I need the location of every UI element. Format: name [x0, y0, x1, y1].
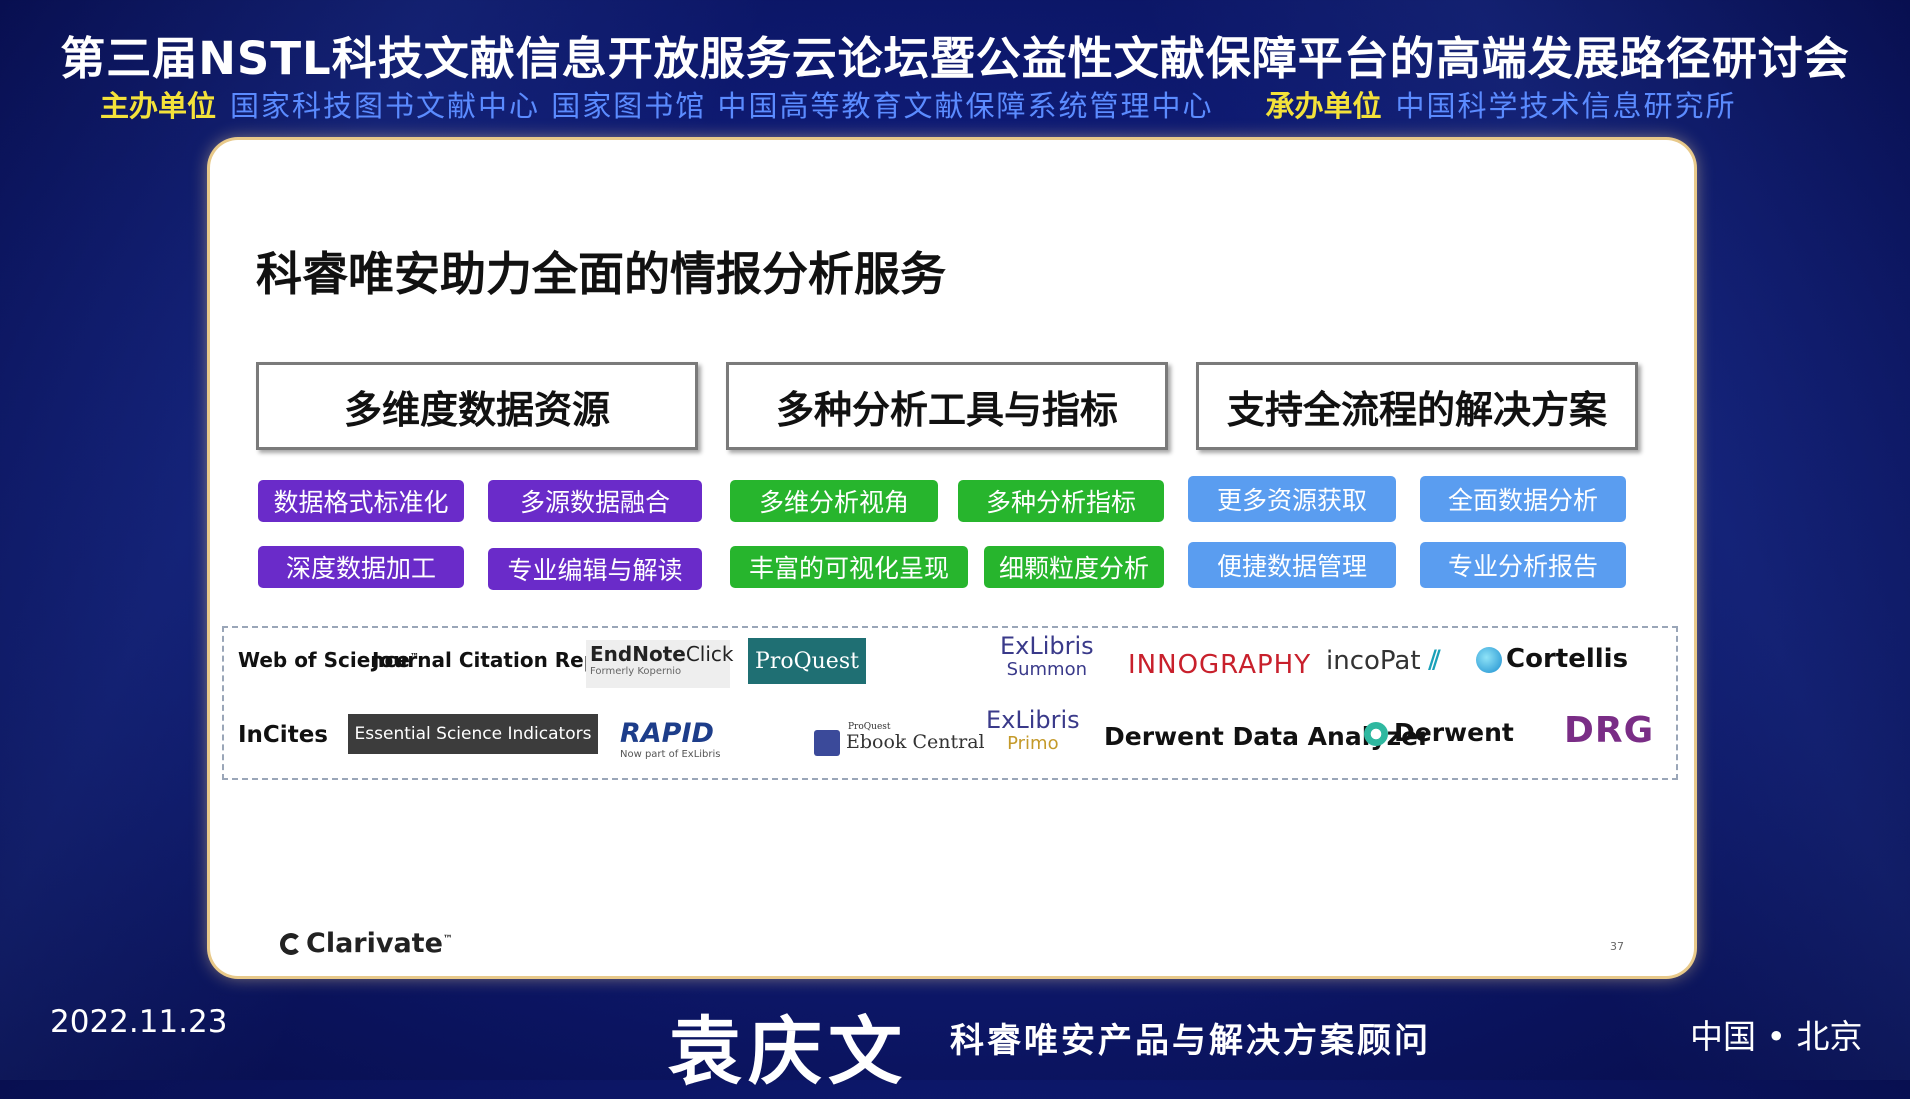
speaker-role: 科睿唯安产品与解决方案顾问: [950, 1021, 1431, 1061]
tag-item: 全面数据分析: [1420, 476, 1626, 522]
incopat-logo: incoPat ⫽: [1326, 646, 1441, 676]
web-of-science-logo: Web of Science™: [238, 648, 419, 672]
derwent-gear-icon: [1364, 722, 1388, 746]
column-header-data-resources: 多维度数据资源: [256, 362, 698, 450]
incites-logo: InCites: [238, 722, 328, 748]
tag-item: 专业分析报告: [1420, 542, 1626, 588]
clarivate-mark-icon: [280, 933, 302, 955]
exlibris-primo-logo: ExLibris Primo: [986, 706, 1080, 754]
product-logos-panel: Web of Science™ Journal Citation Reports…: [222, 626, 1678, 780]
cortellis-swirl-icon: [1476, 646, 1502, 673]
organizer-label: 承办单位: [1265, 89, 1382, 123]
tag-item: 深度数据加工: [258, 546, 464, 588]
proquest-logo: ProQuest: [748, 638, 866, 684]
incopat-mark-icon: ⫽: [1428, 646, 1441, 676]
tag-item: 多源数据融合: [488, 480, 702, 522]
ebook-central-logo: ProQuest Ebook Central: [814, 722, 985, 756]
slide-title: 科睿唯安助力全面的情报分析服务: [256, 247, 946, 301]
clarivate-logo: Clarivate™: [280, 928, 453, 959]
event-date: 2022.11.23: [50, 1004, 228, 1040]
organizers-line: 主办单位 国家科技图书文献中心 国家图书馆 中国高等教育文献保障系统管理中心 承…: [100, 84, 1860, 124]
tag-item: 多种分析指标: [958, 480, 1164, 522]
host-label: 主办单位: [100, 89, 217, 123]
tag-item: 数据格式标准化: [258, 480, 464, 522]
drg-logo: DRG: [1564, 710, 1655, 751]
exlibris-summon-logo: ExLibris Summon: [1000, 632, 1094, 680]
organizer-org: 中国科学技术信息研究所: [1395, 89, 1737, 123]
essential-science-indicators-logo: Essential Science Indicators: [348, 714, 598, 754]
speaker-name: 袁庆文: [668, 1009, 908, 1095]
conference-title: 第三届NSTL科技文献信息开放服务云论坛暨公益性文献保障平台的高端发展路径研讨会: [60, 32, 1850, 85]
column-header-analysis-tools: 多种分析工具与指标: [726, 362, 1168, 450]
cortellis-logo: Cortellis: [1476, 644, 1628, 674]
column-header-solutions: 支持全流程的解决方案: [1196, 362, 1638, 450]
tag-item: 多维分析视角: [730, 480, 938, 522]
book-icon: [814, 730, 840, 756]
derwent-logo: Derwent: [1364, 718, 1514, 747]
rapid-ill-logo: RAPID Now part of ExLibris: [620, 718, 721, 760]
tag-item: 丰富的可视化呈现: [730, 546, 968, 588]
innography-logo: INNOGRAPHY: [1128, 650, 1312, 680]
host-orgs: 国家科技图书文献中心 国家图书馆 中国高等教育文献保障系统管理中心: [230, 89, 1214, 123]
presentation-slide: 科睿唯安助力全面的情报分析服务 多维度数据资源 多种分析工具与指标 支持全流程的…: [210, 140, 1694, 976]
endnote-click-logo: EndNoteClick Formerly Kopernio: [586, 640, 733, 688]
slide-page-number: 37: [1610, 940, 1624, 953]
tag-item: 细颗粒度分析: [984, 546, 1164, 588]
tag-item: 专业编辑与解读: [488, 548, 702, 590]
tag-item: 更多资源获取: [1188, 476, 1396, 522]
tag-item: 便捷数据管理: [1188, 542, 1396, 588]
event-location: 中国 • 北京: [1690, 1017, 1863, 1056]
